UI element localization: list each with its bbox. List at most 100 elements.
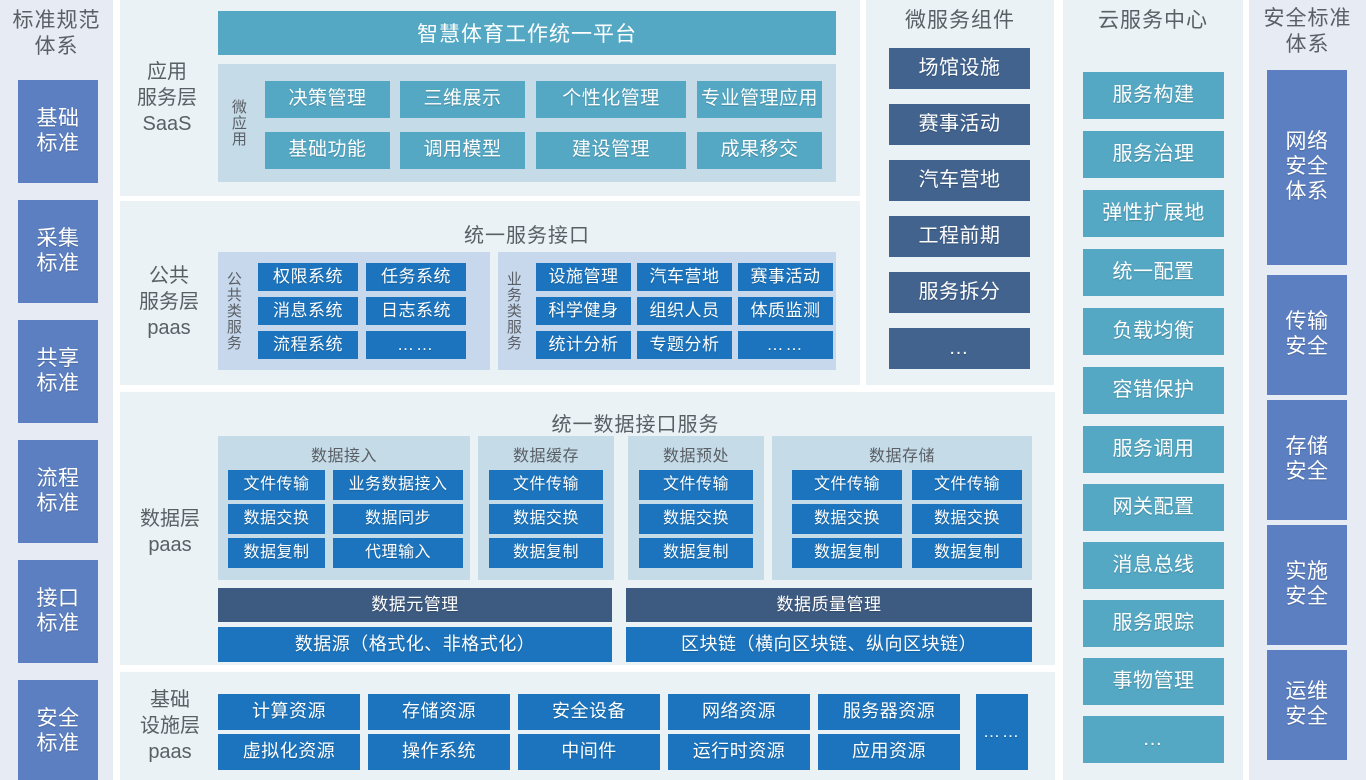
microservice-box-5[interactable]: …: [889, 328, 1030, 369]
data-item-3-4-line1: 数据复制: [813, 543, 880, 561]
infra-box-r1-3[interactable]: 网络资源: [668, 694, 810, 730]
infra-box-r2-2[interactable]: 中间件: [518, 734, 660, 770]
data-item-3-1[interactable]: 文件传输: [912, 470, 1022, 500]
infra-box-r2-1[interactable]: 操作系统: [368, 734, 510, 770]
microservice-box-3[interactable]: 工程前期: [889, 216, 1030, 257]
infra-box-r1-0-line1: 计算资源: [252, 701, 326, 722]
public-service-box-0[interactable]: 权限系统: [258, 263, 358, 291]
business-service-box-8[interactable]: ……: [738, 331, 833, 359]
right-security-box-0[interactable]: 网络安全体系: [1267, 70, 1347, 265]
left-standard-box-0[interactable]: 基础标准: [18, 80, 98, 183]
infra-box-r2-0[interactable]: 虚拟化资源: [218, 734, 360, 770]
public-service-box-3[interactable]: 日志系统: [366, 297, 466, 325]
micro-app-box-r2-2[interactable]: 建设管理: [536, 132, 686, 169]
data-item-1-2[interactable]: 数据复制: [489, 538, 603, 568]
blockchain-box[interactable]: 区块链（横向区块链、纵向区块链）: [626, 627, 1032, 662]
infra-box-r2-4[interactable]: 应用资源: [818, 734, 960, 770]
infra-box-r1-0[interactable]: 计算资源: [218, 694, 360, 730]
cloud-service-box-0[interactable]: 服务构建: [1083, 72, 1224, 119]
public-service-box-4-line1: 流程系统: [273, 334, 343, 354]
data-item-2-2-line1: 数据复制: [662, 543, 729, 561]
left-standard-box-5[interactable]: 安全标准: [18, 680, 98, 780]
data-item-3-4[interactable]: 数据复制: [792, 538, 902, 568]
infra-box-r2-4-line1: 应用资源: [852, 741, 926, 762]
infra-box-r1-1[interactable]: 存储资源: [368, 694, 510, 730]
microservice-box-0[interactable]: 场馆设施: [889, 48, 1030, 89]
micro-app-box-r2-3[interactable]: 成果移交: [697, 132, 822, 169]
data-item-2-1[interactable]: 数据交换: [639, 504, 753, 534]
micro-app-box-r2-1[interactable]: 调用模型: [400, 132, 525, 169]
data-item-1-1[interactable]: 数据交换: [489, 504, 603, 534]
cloud-service-box-4[interactable]: 负载均衡: [1083, 308, 1224, 355]
micro-app-box-r1-1-line1: 三维展示: [423, 88, 502, 110]
microservice-box-1[interactable]: 赛事活动: [889, 104, 1030, 145]
micro-app-box-r2-3-line1: 成果移交: [720, 139, 799, 161]
metadata-management-box[interactable]: 数据元管理: [218, 588, 612, 622]
public-service-box-1[interactable]: 任务系统: [366, 263, 466, 291]
business-service-box-2[interactable]: 赛事活动: [738, 263, 833, 291]
micro-app-box-r1-0[interactable]: 决策管理: [265, 81, 390, 118]
left-standard-box-3[interactable]: 流程标准: [18, 440, 98, 543]
data-item-0-2[interactable]: 数据交换: [228, 504, 325, 534]
data-item-3-3[interactable]: 数据交换: [912, 504, 1022, 534]
microservice-box-2[interactable]: 汽车营地: [889, 160, 1030, 201]
data-item-2-2[interactable]: 数据复制: [639, 538, 753, 568]
cloud-service-box-11[interactable]: …: [1083, 716, 1224, 763]
cloud-service-box-9[interactable]: 服务跟踪: [1083, 600, 1224, 647]
business-service-box-0[interactable]: 设施管理: [536, 263, 631, 291]
data-item-0-4[interactable]: 数据复制: [228, 538, 325, 568]
right-security-box-3[interactable]: 实施安全: [1267, 525, 1347, 645]
data-item-0-3[interactable]: 数据同步: [333, 504, 463, 534]
infra-box-r1-4[interactable]: 服务器资源: [818, 694, 960, 730]
data-quality-management-box[interactable]: 数据质量管理: [626, 588, 1032, 622]
cloud-service-box-2[interactable]: 弹性扩展地: [1083, 190, 1224, 237]
left-standard-box-2[interactable]: 共享标准: [18, 320, 98, 423]
data-item-0-5[interactable]: 代理输入: [333, 538, 463, 568]
right-security-box-4[interactable]: 运维安全: [1267, 650, 1347, 760]
cloud-service-box-8[interactable]: 消息总线: [1083, 542, 1224, 589]
infrastructure-more-box[interactable]: ……: [976, 694, 1028, 770]
cloud-service-box-6[interactable]: 服务调用: [1083, 426, 1224, 473]
micro-app-box-r2-0[interactable]: 基础功能: [265, 132, 390, 169]
left-standard-box-4-line2: 标准: [36, 611, 80, 635]
data-item-0-3-line1: 数据同步: [364, 509, 431, 527]
cloud-service-box-1[interactable]: 服务治理: [1083, 131, 1224, 178]
cloud-service-box-2-line1: 弹性扩展地: [1102, 201, 1205, 224]
right-security-box-1[interactable]: 传输安全: [1267, 275, 1347, 395]
data-item-3-2[interactable]: 数据交换: [792, 504, 902, 534]
business-service-box-6[interactable]: 统计分析: [536, 331, 631, 359]
public-service-box-5-line1: ……: [397, 334, 435, 354]
micro-app-box-r1-3[interactable]: 专业管理应用: [697, 81, 822, 118]
unified-platform-banner[interactable]: 智慧体育工作统一平台: [218, 11, 836, 55]
left-standard-box-1[interactable]: 采集标准: [18, 200, 98, 303]
cloud-service-box-10[interactable]: 事物管理: [1083, 658, 1224, 705]
cloud-service-box-7[interactable]: 网关配置: [1083, 484, 1224, 531]
data-source-box[interactable]: 数据源（格式化、非格式化）: [218, 627, 612, 662]
infra-box-r1-2[interactable]: 安全设备: [518, 694, 660, 730]
right-security-box-2[interactable]: 存储安全: [1267, 400, 1347, 520]
data-item-2-0[interactable]: 文件传输: [639, 470, 753, 500]
data-item-3-0[interactable]: 文件传输: [792, 470, 902, 500]
micro-app-box-r1-2[interactable]: 个性化管理: [536, 81, 686, 118]
micro-app-box-r1-3-line1: 专业管理应用: [700, 88, 818, 110]
infra-box-r2-3[interactable]: 运行时资源: [668, 734, 810, 770]
business-service-box-1[interactable]: 汽车营地: [637, 263, 732, 291]
public-service-box-2[interactable]: 消息系统: [258, 297, 358, 325]
business-service-box-4[interactable]: 组织人员: [637, 297, 732, 325]
business-service-box-3[interactable]: 科学健身: [536, 297, 631, 325]
micro-app-box-r1-1[interactable]: 三维展示: [400, 81, 525, 118]
business-service-box-7[interactable]: 专题分析: [637, 331, 732, 359]
cloud-service-box-5[interactable]: 容错保护: [1083, 367, 1224, 414]
data-item-1-0[interactable]: 文件传输: [489, 470, 603, 500]
data-item-3-5[interactable]: 数据复制: [912, 538, 1022, 568]
business-service-box-5[interactable]: 体质监测: [738, 297, 833, 325]
data-item-0-1[interactable]: 业务数据接入: [333, 470, 463, 500]
left-standard-box-4[interactable]: 接口标准: [18, 560, 98, 663]
left-standard-box-2-line2: 标准: [36, 371, 80, 395]
public-service-box-4[interactable]: 流程系统: [258, 331, 358, 359]
microservice-box-4[interactable]: 服务拆分: [889, 272, 1030, 313]
cloud-service-box-3[interactable]: 统一配置: [1083, 249, 1224, 296]
public-service-box-5[interactable]: ……: [366, 331, 466, 359]
data-item-0-0[interactable]: 文件传输: [228, 470, 325, 500]
data-item-0-0-line1: 文件传输: [243, 475, 310, 493]
